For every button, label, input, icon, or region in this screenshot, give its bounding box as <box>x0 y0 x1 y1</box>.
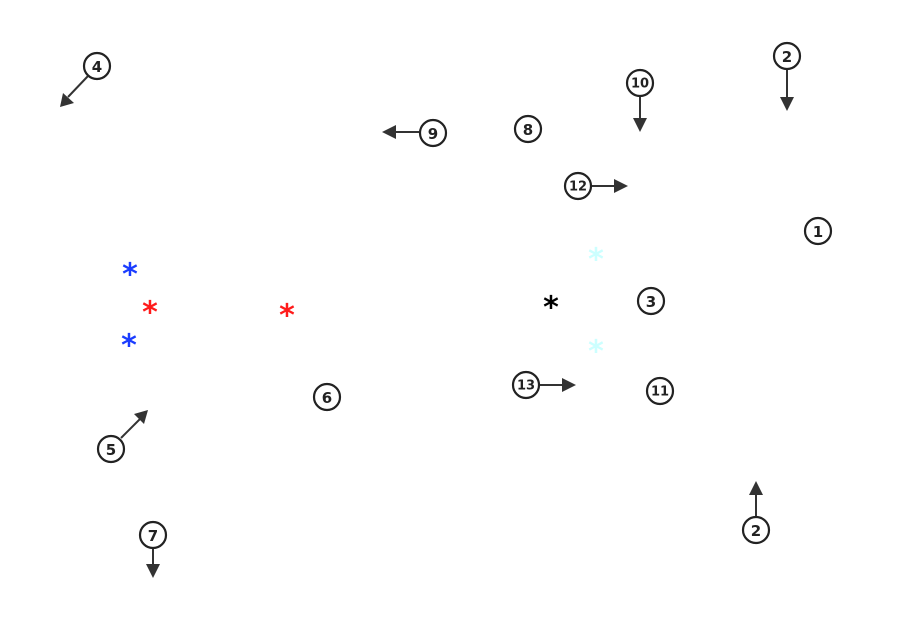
marker-1: 1 <box>803 216 833 246</box>
marker-6: 6 <box>312 382 342 412</box>
star-black: * <box>543 291 559 326</box>
arrow-9-head <box>382 125 396 139</box>
arrow-4 <box>67 75 89 98</box>
arrow-2-bottom-head <box>749 481 763 495</box>
marker-2-top: 2 <box>772 41 802 71</box>
marker-5-label: 5 <box>106 441 116 459</box>
star-blue-bottom: * <box>121 329 137 364</box>
marker-5: 5 <box>96 434 126 464</box>
marker-9-label: 9 <box>428 125 438 143</box>
marker-7: 7 <box>138 520 168 550</box>
arrow-2-top-head <box>780 97 794 111</box>
marker-8: 8 <box>513 114 543 144</box>
arrows <box>60 70 794 578</box>
marker-11: 11 <box>645 376 675 406</box>
star-blue-top: * <box>122 258 138 293</box>
marker-3-label: 3 <box>646 293 656 311</box>
star-cyan-top: * <box>588 243 604 278</box>
marker-13: 13 <box>511 370 541 400</box>
arrow-12-head <box>614 179 628 193</box>
arrow-4-head <box>60 93 74 107</box>
marker-1-label: 1 <box>813 223 823 241</box>
marker-4: 4 <box>82 51 112 81</box>
marker-4-label: 4 <box>92 58 102 76</box>
marker-10-label: 10 <box>631 77 649 92</box>
asterisk-markers: * * * * * * * <box>121 243 604 370</box>
arrow-7-head <box>146 564 160 578</box>
star-red-right: * <box>279 299 295 334</box>
marker-12: 12 <box>563 171 593 201</box>
arrow-10-head <box>633 118 647 132</box>
arrow-13-head <box>562 378 576 392</box>
marker-2-bottom-label: 2 <box>751 522 761 540</box>
marker-10: 10 <box>625 68 655 98</box>
marker-2-bottom: 2 <box>741 515 771 545</box>
arrow-5-head <box>134 410 148 424</box>
arrow-5 <box>120 418 141 439</box>
marker-3: 3 <box>636 286 666 316</box>
marker-11-label: 11 <box>651 385 669 400</box>
star-red-left: * <box>142 296 158 331</box>
marker-7-label: 7 <box>148 527 158 545</box>
numbered-markers: 4 2 10 8 9 12 1 3 <box>82 41 833 550</box>
marker-6-label: 6 <box>322 389 332 407</box>
star-cyan-bottom: * <box>588 335 604 370</box>
marker-13-label: 13 <box>517 379 535 394</box>
marker-12-label: 12 <box>569 180 587 195</box>
marker-9: 9 <box>418 118 448 148</box>
marker-8-label: 8 <box>523 121 533 139</box>
marker-2-top-label: 2 <box>782 48 792 66</box>
